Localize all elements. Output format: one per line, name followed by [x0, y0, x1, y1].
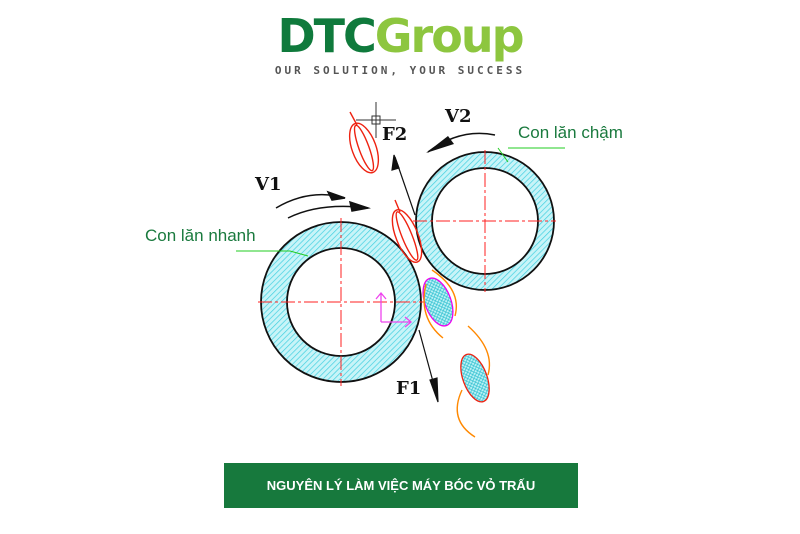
axis-indicator-icon: [375, 291, 413, 328]
slow-roller: [413, 150, 556, 292]
logo-dtc: DTC: [277, 9, 376, 63]
logo-tagline: OUR SOLUTION, YOUR SUCCESS: [274, 64, 526, 77]
dtc-group-logo: DTCGroup: [0, 8, 800, 64]
fast-roller-label: Con lăn nhanh: [145, 226, 256, 245]
v2-arrow: [426, 132, 496, 153]
f1-label: F1: [396, 378, 421, 399]
v1-arrows: [275, 190, 371, 219]
v1-label: V1: [254, 174, 282, 195]
crosshair-icon: [356, 102, 396, 138]
fast-roller: [258, 218, 425, 386]
force-lines: [391, 154, 439, 403]
logo-group: Group: [374, 9, 525, 63]
banner-title: NGUYÊN LÝ LÀM VIỆC MÁY BÓC VỎ TRẤU: [266, 478, 536, 493]
f2-label: F2: [382, 124, 407, 145]
husked-grains: [422, 269, 491, 438]
title-banner: NGUYÊN LÝ LÀM VIỆC MÁY BÓC VỎ TRẤU: [224, 463, 578, 508]
v2-label: V2: [444, 106, 472, 127]
slow-roller-label: Con lăn chậm: [518, 123, 623, 142]
paddy-grains: [348, 111, 423, 263]
